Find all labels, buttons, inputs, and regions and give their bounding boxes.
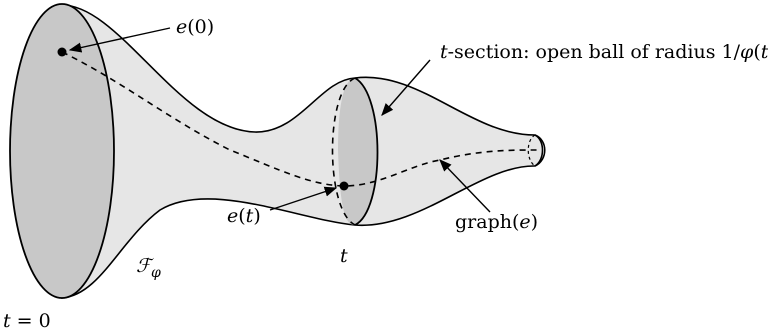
tube-body — [61, 4, 544, 299]
left-disk-t0 — [9, 3, 115, 299]
arrow-et — [269, 186, 338, 211]
t-section-front-edge — [354, 77, 379, 226]
label-graph-e: graph(e) — [455, 211, 538, 233]
right-cap-front — [534, 134, 546, 167]
arrow-section — [381, 59, 431, 116]
label-e0: e(0) — [176, 16, 214, 38]
label-t-section: t-section: open ball of radius 1/φ(t) — [440, 41, 768, 63]
point-et — [339, 181, 349, 191]
graph-curve — [61, 51, 539, 187]
label-t-equals-0: t = 0 — [3, 310, 51, 332]
right-cap-back — [527, 134, 536, 167]
t-section-back-edge — [331, 77, 356, 226]
point-e0 — [57, 47, 67, 57]
arrow-graph — [439, 159, 491, 213]
label-et: e(t) — [227, 205, 261, 227]
label-t-axis: t — [340, 245, 348, 267]
label-family-F-phi: ℱφ — [136, 255, 161, 281]
arrow-e0 — [68, 27, 171, 53]
